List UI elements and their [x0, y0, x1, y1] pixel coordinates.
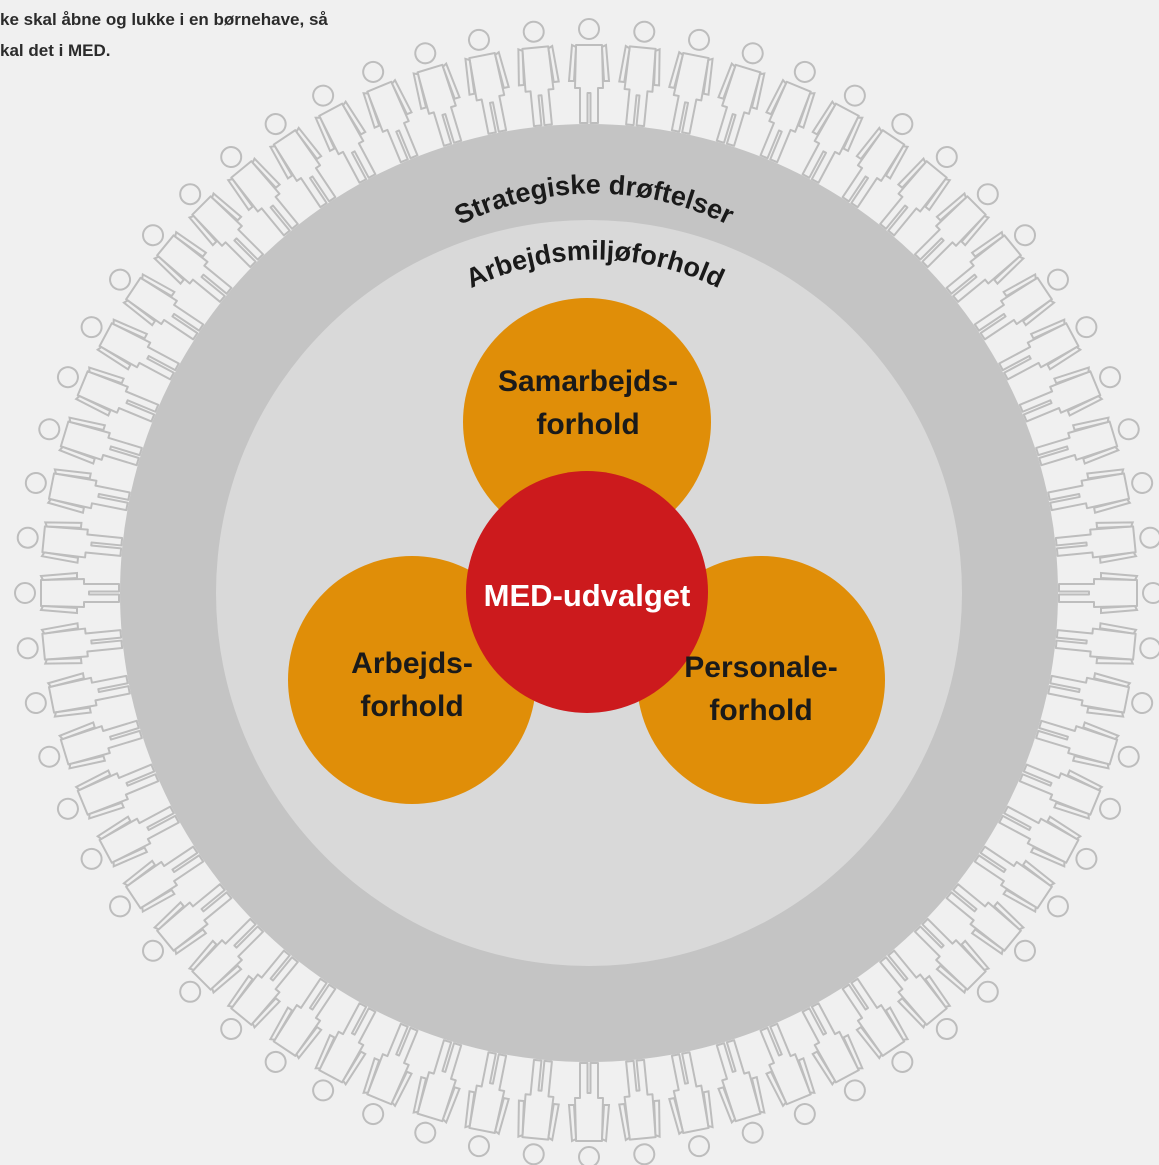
person-outline-icon [220, 146, 299, 237]
person-outline-icon [517, 1058, 560, 1165]
person-outline-icon [945, 883, 1036, 962]
person-outline-icon [56, 763, 160, 820]
person-outline-icon [179, 917, 265, 1003]
person-outline-icon [567, 18, 611, 124]
person-outline-icon [715, 42, 766, 147]
person-outline-icon [879, 146, 958, 237]
person-outline-icon [109, 845, 205, 918]
person-outline-icon [220, 949, 299, 1040]
person-outline-icon [38, 719, 143, 770]
person-outline-icon [913, 917, 999, 1003]
person-outline-icon [362, 1022, 419, 1126]
med-udvalget-label: MED-udvalget [484, 578, 691, 613]
person-outline-icon [16, 622, 124, 665]
person-outline-icon [801, 84, 866, 184]
person-outline-icon [16, 521, 124, 564]
person-outline-icon [1018, 763, 1122, 820]
person-outline-icon [715, 1039, 766, 1144]
person-outline-icon [973, 268, 1069, 341]
person-outline-icon [1047, 468, 1154, 514]
samarbejds-label-line1: Samarbejds- [498, 365, 678, 398]
person-outline-icon [973, 845, 1069, 918]
person-outline-icon [142, 883, 233, 962]
person-outline-icon [264, 113, 337, 209]
person-outline-icon [759, 60, 816, 164]
person-outline-icon [998, 805, 1098, 870]
person-outline-icon [24, 672, 131, 718]
person-outline-icon [913, 183, 999, 269]
person-outline-icon [179, 183, 265, 269]
person-outline-icon [142, 224, 233, 303]
person-outline-icon [412, 42, 463, 147]
person-outline-icon [264, 977, 337, 1073]
person-outline-icon [56, 366, 160, 423]
person-outline-icon [1054, 622, 1159, 665]
circle-med-udvalget [466, 471, 708, 713]
person-outline-icon [945, 224, 1036, 303]
intro-line-1: ke skal åbne og lukke i en børnehave, så [0, 10, 328, 29]
people-ring [14, 18, 1159, 1165]
person-outline-icon [312, 1002, 377, 1102]
arbejds-label-line1: Arbejds- [351, 647, 473, 680]
person-outline-icon [38, 416, 143, 467]
person-outline-icon [1018, 366, 1122, 423]
person-outline-icon [1035, 719, 1140, 770]
person-outline-icon [412, 1039, 463, 1144]
intro-text: ke skal åbne og lukke i en børnehave, så… [0, 4, 380, 66]
person-outline-icon [998, 316, 1098, 381]
personale-label-line2: forhold [709, 694, 812, 727]
person-outline-icon [801, 1002, 866, 1102]
personale-label-line1: Personale- [684, 651, 837, 684]
person-outline-icon [841, 977, 914, 1073]
person-outline-icon [1054, 521, 1159, 564]
person-outline-icon [879, 949, 958, 1040]
samarbejds-label-line2: forhold [536, 408, 639, 441]
person-outline-icon [14, 571, 120, 615]
arbejds-label-line2: forhold [360, 690, 463, 723]
person-outline-icon [618, 1058, 661, 1165]
person-outline-icon [24, 468, 131, 514]
person-outline-icon [668, 1051, 714, 1158]
person-outline-icon [567, 1062, 611, 1165]
person-outline-icon [841, 113, 914, 209]
person-outline-icon [464, 1051, 510, 1158]
person-outline-icon [80, 316, 180, 381]
circle-samarbejdsforhold [463, 298, 711, 546]
person-outline-icon [1035, 416, 1140, 467]
intro-line-2: kal det i MED. [0, 41, 111, 60]
person-outline-icon [312, 84, 377, 184]
person-outline-icon [1058, 571, 1159, 615]
person-outline-icon [464, 28, 510, 135]
person-outline-icon [1047, 672, 1154, 718]
person-outline-icon [759, 1022, 816, 1126]
person-outline-icon [80, 805, 180, 870]
person-outline-icon [618, 20, 661, 128]
person-outline-icon [668, 28, 714, 135]
person-outline-icon [517, 20, 560, 128]
person-outline-icon [362, 60, 419, 164]
person-outline-icon [109, 268, 205, 341]
